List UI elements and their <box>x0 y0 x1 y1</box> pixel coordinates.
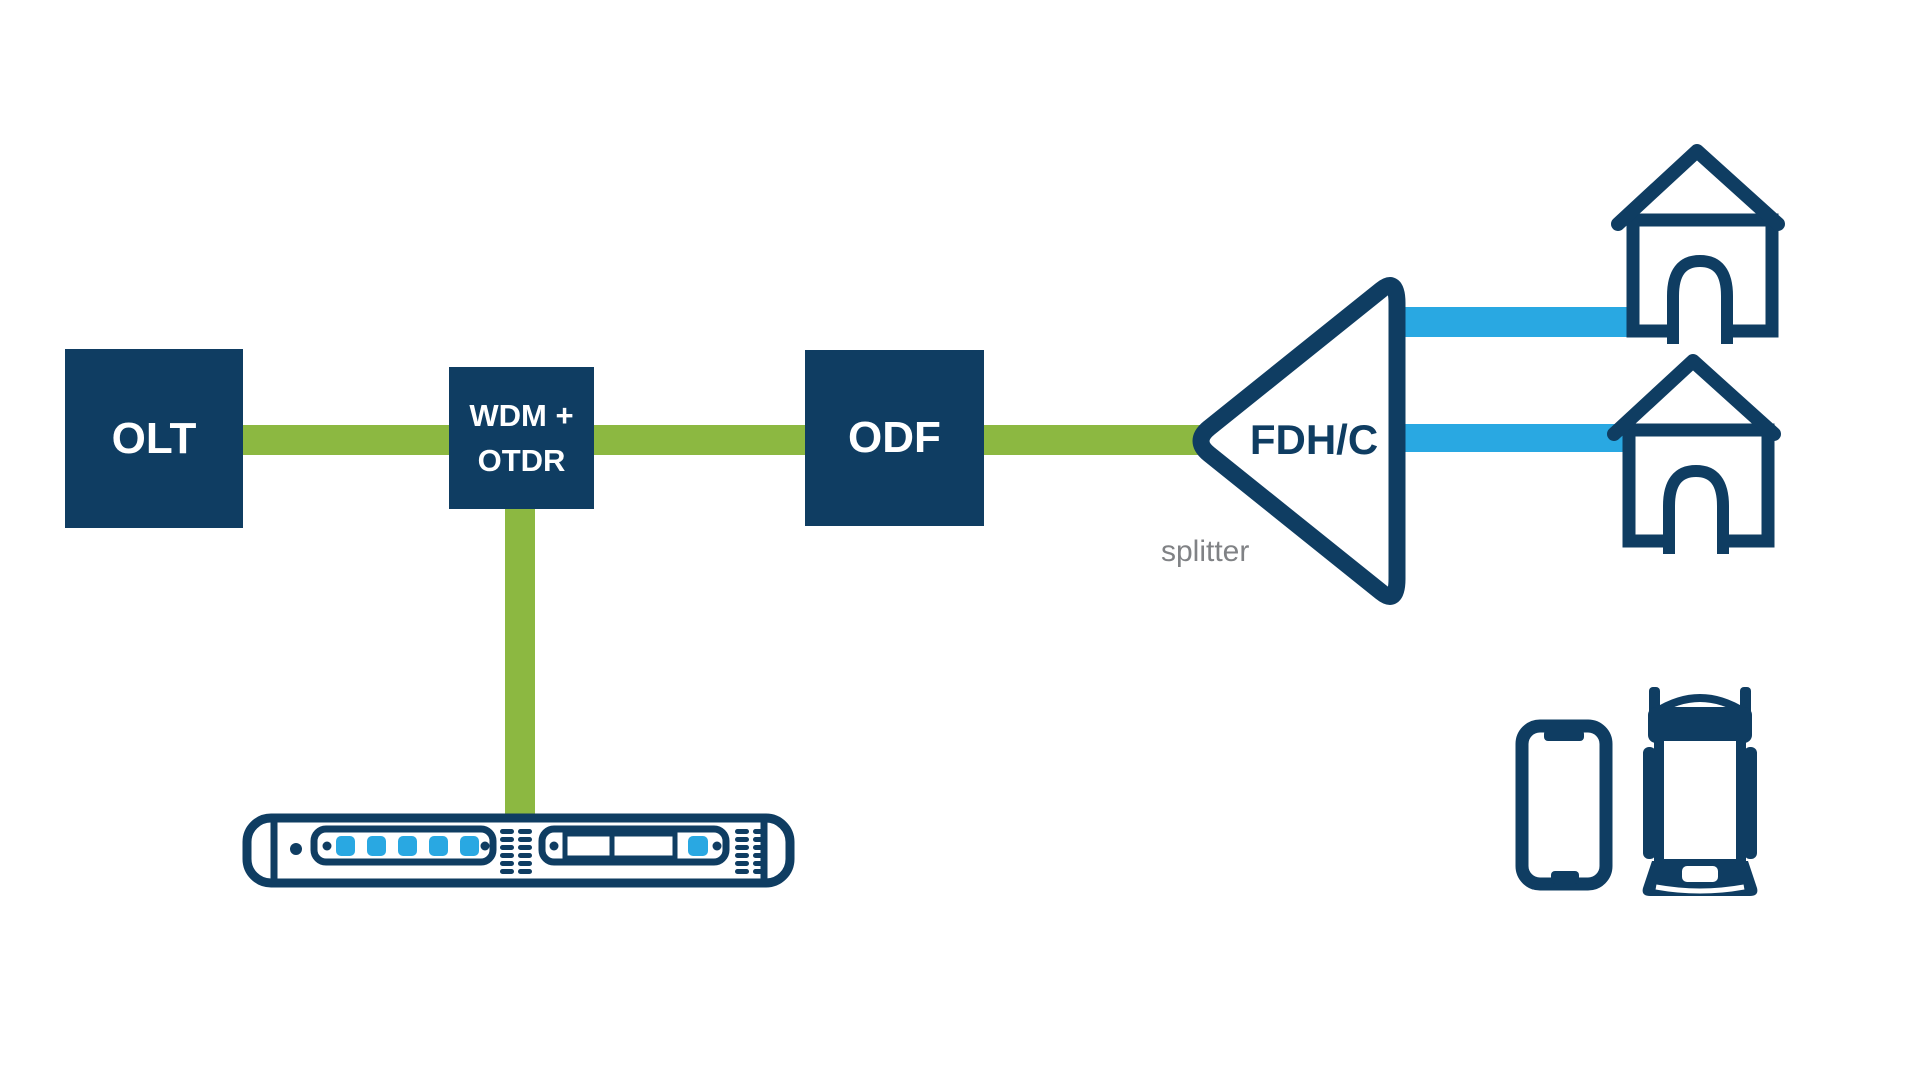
smartphone-icon <box>1515 719 1613 891</box>
olt-node: OLT <box>65 349 243 528</box>
house-icon <box>1611 144 1785 344</box>
house-icon <box>1607 354 1781 554</box>
splitter-triangle-icon <box>1192 277 1406 605</box>
olt-label: OLT <box>111 413 197 463</box>
drop-line-house-2 <box>1390 424 1636 452</box>
vent-grille <box>500 829 532 874</box>
wdm-otdr-node: WDM + OTDR <box>449 367 594 509</box>
drop-line-house-1 <box>1390 307 1636 337</box>
odf-node: ODF <box>805 350 984 526</box>
fdhc-node-label: FDH/C <box>1249 416 1379 463</box>
vent-grille <box>735 829 767 874</box>
handheld-tester-icon <box>1642 687 1758 896</box>
wdm-otdr-label-line1: WDM + <box>469 398 574 433</box>
wdm-otdr-label-line2: OTDR <box>477 443 566 478</box>
rack-unit-icon <box>242 813 795 888</box>
odf-label: ODF <box>848 413 941 462</box>
splitter-caption: splitter <box>1161 535 1250 568</box>
fiber-line-to-rack <box>505 470 535 822</box>
fiber-trunk-line <box>100 425 1200 455</box>
